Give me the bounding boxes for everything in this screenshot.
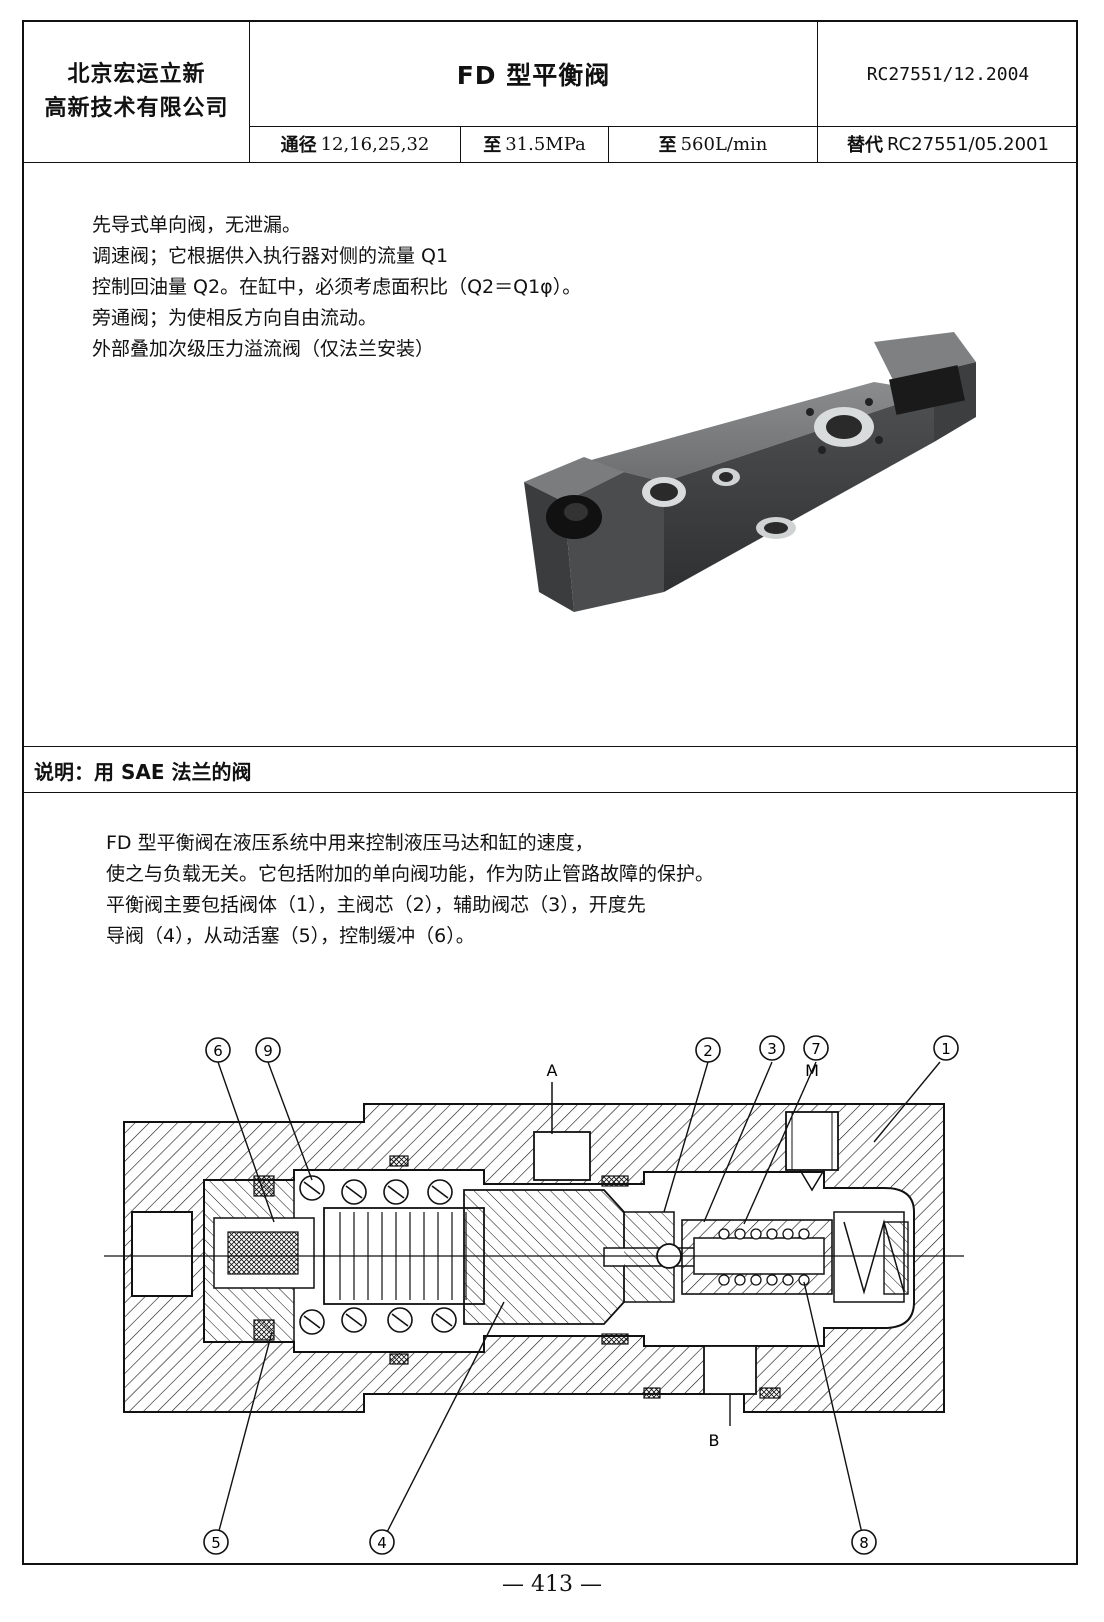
feature-item: 外部叠加次级压力溢流阀（仅法兰安装） [92,338,435,360]
callout-label: 8 [859,1534,869,1552]
bolt-hole [806,408,814,416]
bolt-hole [865,398,873,406]
header-col-line [460,126,461,162]
callout-circle [203,1529,229,1555]
header-col-line [249,22,250,162]
callout-circle [803,1035,829,1061]
port-hole [650,483,678,501]
feature-item: 控制回油量 Q2。在缸中，必须考虑面积比（Q2＝Q1φ）。 [92,276,582,298]
end-block-top [524,457,624,502]
port-hole [826,415,862,439]
port-a-label: A [547,1061,558,1080]
end-cap [131,1175,315,1343]
callout-circle [851,1529,877,1555]
callout-circle [695,1037,721,1063]
caption-bottom-line [24,792,1076,793]
company-name: 北京宏运立新 高新技术有限公司 [24,22,249,162]
callout-circle [369,1529,395,1555]
section-caption: 说明：用 SAE 法兰的阀 [34,760,252,784]
callout-label: 5 [211,1534,221,1552]
feature-list: 先导式单向阀，无泄漏。 调速阀；它根据供入执行器对侧的流量 Q1 控制回油量 Q… [92,210,581,365]
bolt-hole [875,436,883,444]
side-port-hole [764,522,788,534]
description-text: FD 型平衡阀在液压系统中用来控制液压马达和缸的速度， 使之与负载无关。它包括附… [106,828,714,952]
callout-label: 9 [263,1042,273,1060]
spec-pressure-label: 至 [483,135,502,156]
callout-label: 6 [213,1042,223,1060]
description-line: 导阀（4），从动活塞（5），控制缓冲（6）。 [106,925,475,947]
callout-label: 2 [703,1042,713,1060]
feature-item: 先导式单向阀，无泄漏。 [92,214,302,236]
company-line-2: 高新技术有限公司 [44,96,229,121]
spec-flow-value: 560L/min [680,133,768,155]
description-line: 平衡阀主要包括阀体（1），主阀芯（2），辅助阀芯（3），开度先 [106,894,646,916]
spec-size-label: 通径 [280,135,317,156]
spec-pressure: 至 31.5MPa [461,126,608,162]
spec-size-value: 12,16,25,32 [320,133,430,155]
header-col-line [817,22,818,162]
page-number: — 413 — [502,1572,602,1597]
caption-top-line [24,746,1076,747]
replaces-value: RC27551/05.2001 [887,133,1049,155]
document-number: RC27551/12.2004 [866,63,1030,85]
valve-body-front [664,392,934,592]
callout-label: 4 [377,1534,387,1552]
callout-label: 7 [811,1040,821,1058]
feature-item: 旁通阀；为使相反方向自由流动。 [92,307,378,329]
valve-body-top [584,382,934,482]
callout-circle [933,1035,959,1061]
port-hole [719,472,733,482]
callouts: 6 9 2 3 7 1 [205,1035,959,1063]
spec-flow-label: 至 [658,135,677,156]
replaces-label: 替代 [847,135,884,156]
description-line: FD 型平衡阀在液压系统中用来控制液压马达和缸的速度， [106,832,594,854]
document-title: FD 型平衡阀 [456,61,611,90]
bottom-callouts: 5 4 8 [203,1529,877,1555]
port-b-label: B [709,1431,720,1450]
valve-top-block [874,332,976,382]
callout-leaders [217,1061,941,1532]
cross-section-diagram: A M B 6 9 2 3 7 1 [104,1035,964,1532]
header-col-line [608,126,609,162]
spec-flow: 至 560L/min [609,126,817,162]
callout-label: 1 [941,1040,951,1058]
header-divider [249,126,1076,127]
callout-circle [759,1035,785,1061]
callout-label: 3 [767,1040,777,1058]
header-bottom-line [24,162,1076,163]
nameplate [889,365,965,415]
company-line-1: 北京宏运立新 [67,62,206,87]
seals [389,1155,781,1399]
product-photo [524,332,976,612]
page-frame: 北京宏运立新 高新技术有限公司 FD 型平衡阀 RC27551/12.2004 … [22,20,1078,1565]
spring-coils [299,1175,457,1335]
replaces-document: 替代 RC27551/05.2001 [818,126,1078,162]
description-line: 使之与负载无关。它包括附加的单向阀功能，作为防止管路故障的保护。 [106,863,715,885]
callout-circle [205,1037,231,1063]
spec-size: 通径 12,16,25,32 [250,126,460,162]
feature-item: 调速阀；它根据供入执行器对侧的流量 Q1 [92,245,449,267]
bolt-hole [818,446,826,454]
plug-center [564,503,588,521]
pilot-spool [624,1211,909,1303]
spec-pressure-value: 31.5MPa [505,133,586,155]
callout-circle [255,1037,281,1063]
